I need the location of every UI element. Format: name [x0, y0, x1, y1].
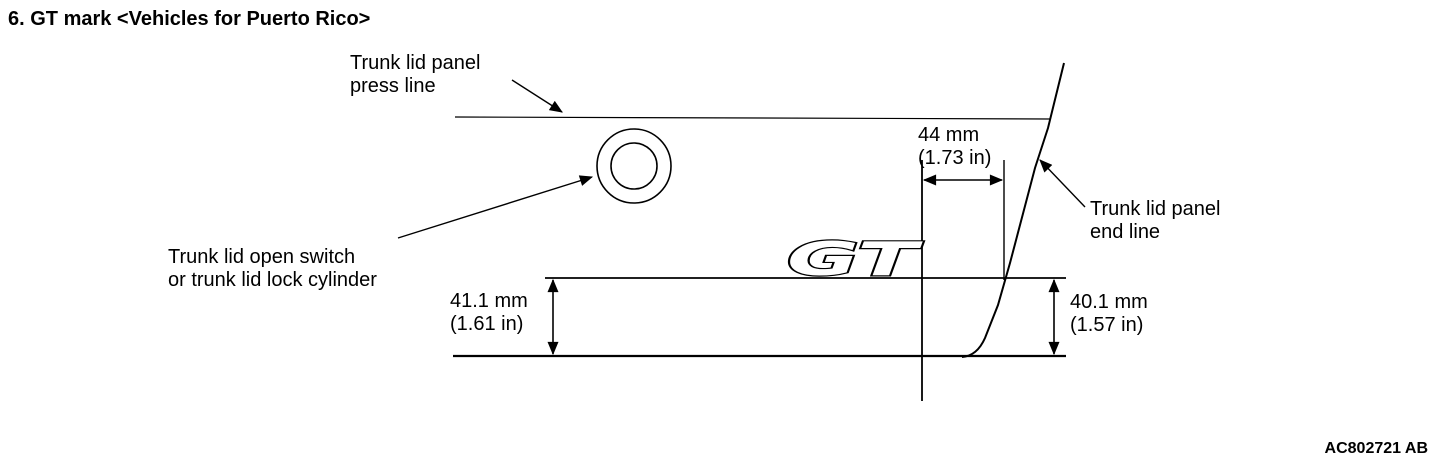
switch-label-2: or trunk lid lock cylinder [168, 269, 377, 291]
end-line-label-2: end line [1090, 221, 1161, 243]
figure-heading: 6. GT mark <Vehicles for Puerto Rico> [8, 8, 371, 30]
dimension-44-label-2: (1.73 in) [918, 147, 992, 169]
press-line [454, 116, 1051, 120]
press-line-label: Trunk lid panel press line [350, 52, 480, 98]
switch-outer-circle [596, 128, 672, 204]
dimension-44-label-1: 44 mm [918, 124, 980, 146]
dimension-40-label-2: (1.57 in) [1070, 314, 1144, 336]
switch-leader [397, 175, 594, 239]
gt-badge-text: GT [787, 232, 924, 286]
dimension-40-label-1: 40.1 mm [1070, 291, 1148, 313]
dimension-41-label-1: 41.1 mm [450, 290, 528, 312]
switch-label-1: Trunk lid open switch [168, 246, 356, 268]
dimension-41-label-2: (1.61 in) [450, 313, 524, 335]
end-line-curve [961, 62, 1065, 358]
end-line-label: Trunk lid panel end line [1090, 198, 1220, 244]
end-line-label-1: Trunk lid panel [1090, 198, 1221, 220]
dimension-41-label: 41.1 mm (1.61 in) [450, 290, 528, 336]
dimension-40-label: 40.1 mm (1.57 in) [1070, 291, 1148, 337]
switch-label: Trunk lid open switch or trunk lid lock … [168, 246, 377, 292]
press-line-label-2: press line [350, 75, 436, 97]
press-line-label-1: Trunk lid panel [350, 52, 481, 74]
press-line-leader [511, 79, 563, 113]
dimension-44-label: 44 mm (1.73 in) [918, 124, 991, 170]
end-line-leader [1039, 159, 1086, 208]
switch-inner-circle [610, 142, 658, 190]
figure-code: AC802721 AB [1324, 440, 1428, 457]
gt-badge: GT [786, 231, 925, 287]
